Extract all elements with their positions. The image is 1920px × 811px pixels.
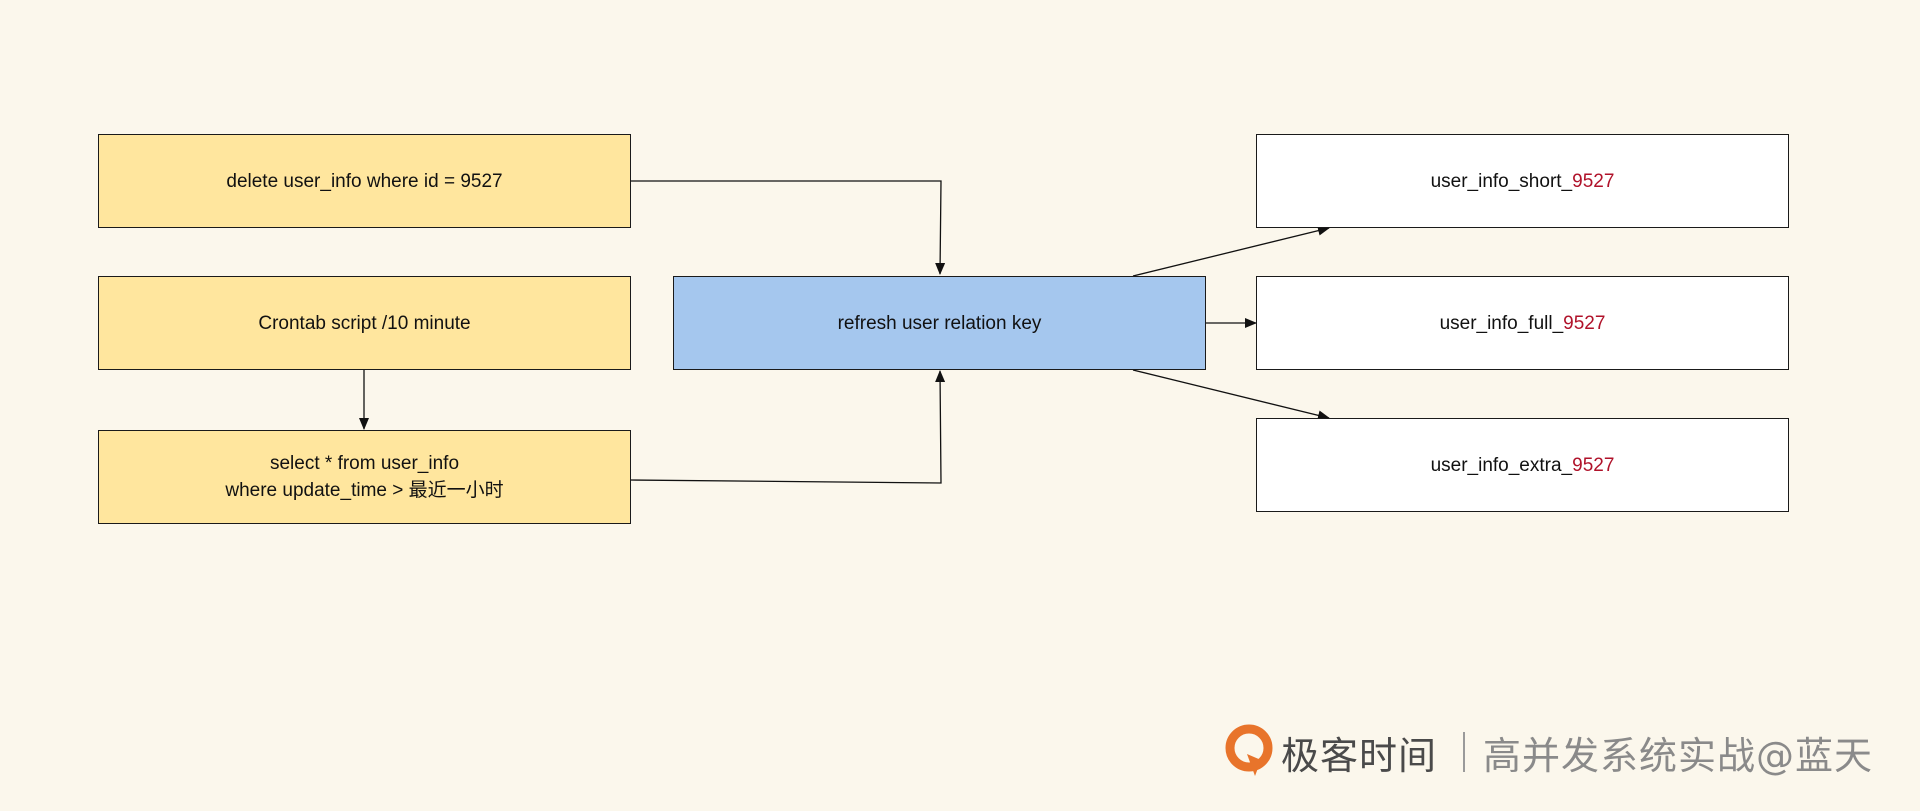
delete-node: delete user_info where id = 9527 (98, 134, 631, 228)
user-info-short-node: user_info_short_9527 (1256, 134, 1789, 228)
edge-select-to-refresh (629, 370, 946, 484)
user-info-full-label: user_info_full_9527 (1440, 310, 1606, 337)
user-info-extra-label: user_info_extra_9527 (1431, 452, 1615, 479)
user-info-short-label: user_info_short_9527 (1431, 168, 1615, 195)
watermark-footer: 极客时间 高并发系统实战@蓝天 (1225, 724, 1873, 780)
delete-node-label: delete user_info where id = 9527 (226, 170, 503, 192)
user-info-extra-id: 9527 (1572, 454, 1615, 476)
crontab-node-label: Crontab script /10 minute (258, 312, 471, 334)
refresh-relation-key-node: refresh user relation key (673, 276, 1206, 370)
brand-name: 极客时间 (1281, 733, 1438, 778)
refresh-node-label: refresh user relation key (837, 312, 1042, 334)
footer-divider (1463, 732, 1466, 772)
user-info-short-prefix: user_info_short_ (1430, 170, 1573, 192)
edge-delete-to-refresh (630, 180, 946, 275)
select-query-line-1: select * from user_info (269, 453, 460, 474)
select-query-line-2: where update_time > 最近一小时 (225, 480, 504, 501)
user-info-extra-node: user_info_extra_9527 (1256, 418, 1789, 512)
crontab-node: Crontab script /10 minute (98, 276, 631, 370)
user-info-full-node: user_info_full_9527 (1256, 276, 1789, 370)
user-info-short-id: 9527 (1572, 170, 1615, 192)
edge-refresh-to-short (1132, 225, 1330, 277)
user-info-full-id: 9527 (1563, 312, 1606, 334)
edge-refresh-to-extra (1132, 369, 1330, 421)
user-info-extra-prefix: user_info_extra_ (1430, 454, 1573, 476)
user-info-full-prefix: user_info_full_ (1439, 312, 1564, 334)
geektime-logo-icon (1225, 724, 1273, 776)
select-query-node: select * from user_info where update_tim… (98, 430, 631, 524)
course-title: 高并发系统实战@蓝天 (1483, 733, 1874, 778)
